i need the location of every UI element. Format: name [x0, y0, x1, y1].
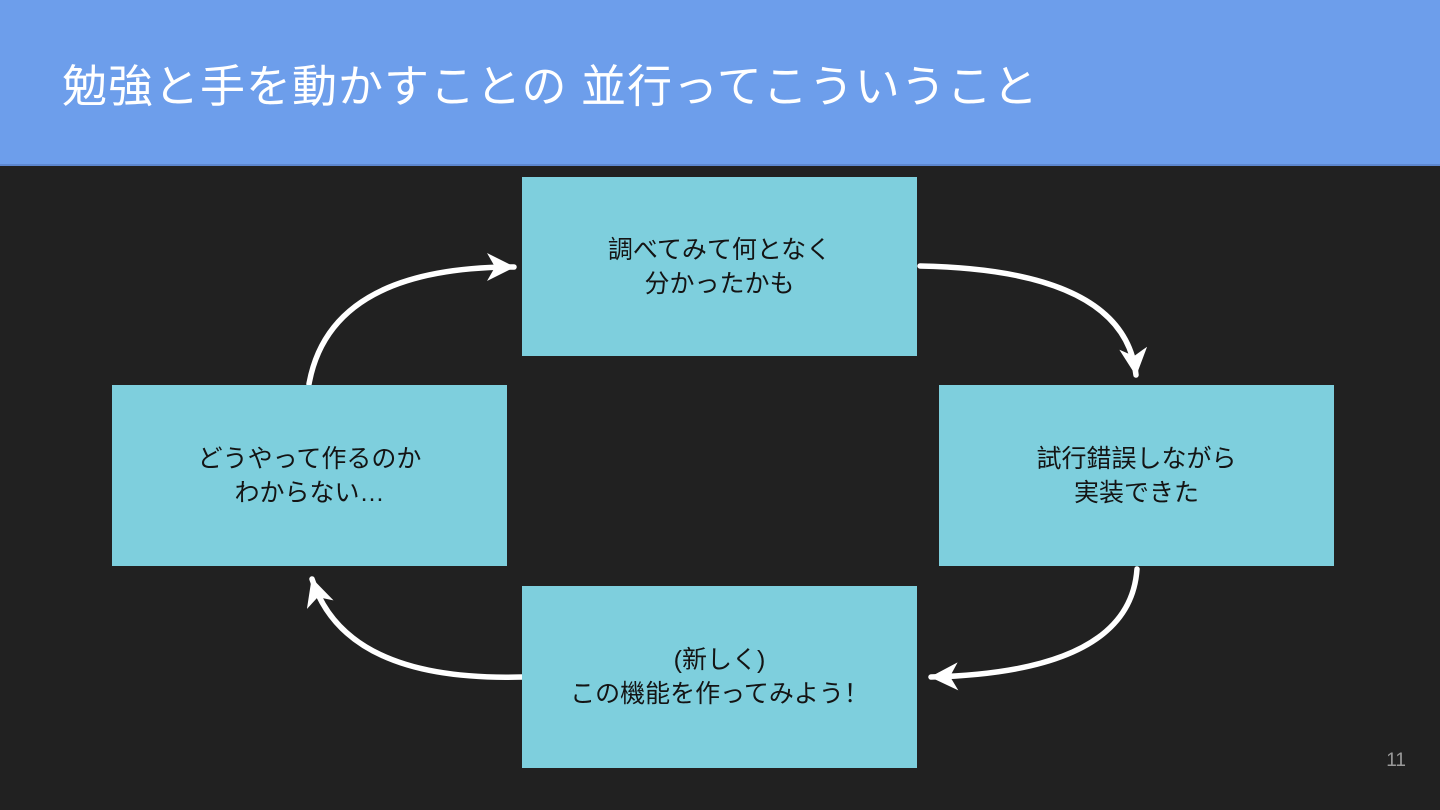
box-text-line: わからない… [234, 478, 385, 507]
page-number: 11 [1386, 750, 1406, 771]
cycle-box-new-feature: (新しく) この機能を作ってみよう！ [522, 586, 917, 768]
curved-arrow-bottom-to-left-icon [306, 576, 525, 680]
box-text-line: 調べてみて何となく [607, 235, 832, 264]
slide-header: 勉強と手を動かすことの 並行ってこういうこと [0, 0, 1440, 166]
curved-arrow-left-to-top-icon [306, 253, 517, 387]
cycle-box-dont-know-how: どうやって作るのか わからない… [112, 385, 507, 566]
slide-title: 勉強と手を動かすことの 並行ってこういうこと [62, 60, 1039, 112]
box-text-line: 実装できた [1073, 478, 1199, 507]
cycle-box-implemented: 試行錯誤しながら 実装できた [939, 385, 1334, 566]
box-text-line: どうやって作るのか [197, 444, 422, 473]
box-text-line: 分かったかも [644, 269, 795, 298]
box-text-line: 試行錯誤しながら [1036, 444, 1237, 473]
curved-arrow-top-to-right-icon [917, 263, 1148, 378]
box-text-line: この機能を作ってみよう！ [570, 680, 869, 708]
cycle-box-investigated: 調べてみて何となく 分かったかも [522, 177, 917, 356]
box-text-line: (新しく) [673, 646, 766, 674]
curved-arrow-right-to-bottom-icon [928, 566, 1140, 691]
